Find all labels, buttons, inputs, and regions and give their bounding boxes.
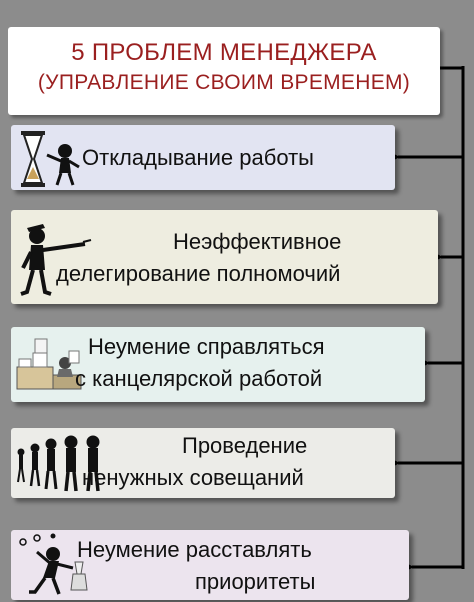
hourglass-figure-icon xyxy=(21,131,80,187)
problem-4-line-2: ненужных совещаний xyxy=(82,465,304,490)
problem-box-priorities: Неумение расставлять приоритеты xyxy=(11,530,409,600)
problem-5-line-2: приоритеты xyxy=(195,569,316,594)
problem-5-line-1: Неумение расставлять xyxy=(77,537,312,562)
problem-2-line-1: Неэффективное xyxy=(173,229,342,254)
problem-3-line-2: с канцелярской работой xyxy=(75,366,323,391)
problem-3-line-1: Неумение справляться xyxy=(88,334,325,359)
diagram-title: 5 ПРОБЛЕМ МЕНЕДЖЕРА xyxy=(71,39,377,66)
diagram-subtitle: (УПРАВЛЕНИЕ СВОИМ ВРЕМЕНЕМ) xyxy=(37,71,411,94)
meeting-people-icon xyxy=(17,435,100,492)
paper-desk-icon xyxy=(16,338,82,390)
pointing-figure-icon xyxy=(20,224,92,296)
problem-box-paperwork: Неумение справляться с канцелярской рабо… xyxy=(11,327,425,402)
problem-2-line-2: делегирование полномочий xyxy=(56,261,341,286)
problem-box-delegation: Неэффективное делегирование полномочий xyxy=(11,210,438,304)
title-box: 5 ПРОБЛЕМ МЕНЕДЖЕРА (УПРАВЛЕНИЕ СВОИМ ВР… xyxy=(8,27,440,115)
problem-1-line-1: Откладывание работы xyxy=(82,145,314,170)
problem-box-procrastination: Откладывание работы xyxy=(11,125,395,190)
problem-box-meetings: Проведение ненужных совещаний xyxy=(11,428,395,498)
problem-4-line-1: Проведение xyxy=(182,433,308,458)
juggling-figure-icon xyxy=(19,533,88,595)
